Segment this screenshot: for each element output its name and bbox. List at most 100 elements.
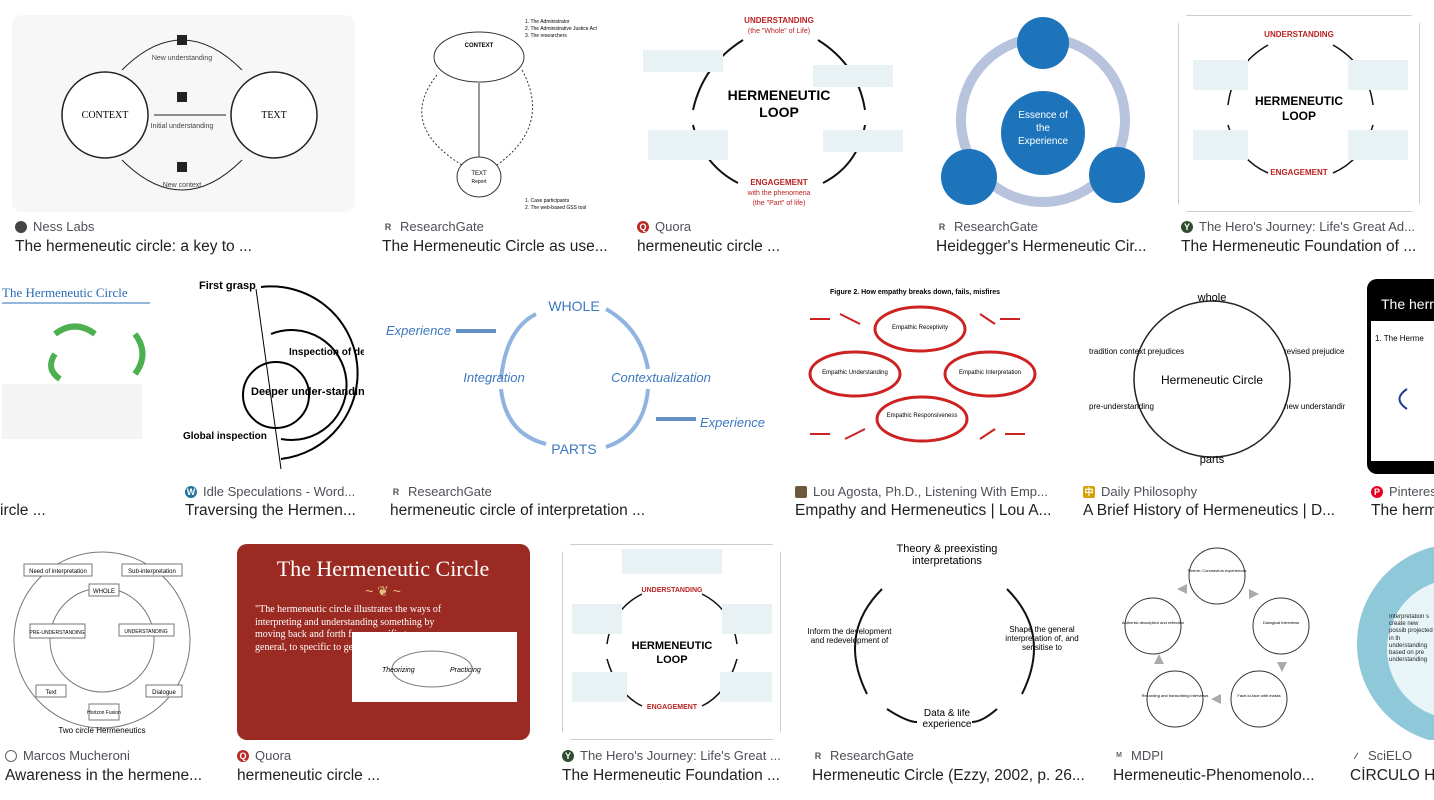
svg-text:Empathic Understanding: Empathic Understanding bbox=[822, 370, 888, 376]
thumbnail[interactable]: Figure 2. How empathy breaks down, fails… bbox=[790, 279, 1057, 474]
svg-text:UNDERSTANDING: UNDERSTANDING bbox=[124, 629, 167, 635]
svg-text:PRE-UNDERSTANDING: PRE-UNDERSTANDING bbox=[29, 630, 84, 636]
pinterest-icon: P bbox=[1371, 485, 1383, 498]
svg-text:Initial understanding: Initial understanding bbox=[151, 123, 214, 130]
thumbnail[interactable]: Essence of the Experience bbox=[931, 15, 1155, 212]
hermeneutic-loop-diagram: UNDERSTANDING HERMENEUTIC LOOP ENGAGEMEN… bbox=[1178, 15, 1420, 212]
result-source[interactable]: W Idle Speculations - Word... bbox=[185, 484, 365, 499]
svg-text:the: the bbox=[1036, 123, 1050, 134]
svg-text:Integration: Integration bbox=[463, 370, 524, 385]
svg-text:Dialogical interviews: Dialogical interviews bbox=[1263, 620, 1299, 625]
result-title[interactable]: The hermeneutic circle: a key to ... bbox=[15, 238, 252, 255]
result-title[interactable]: ircle ... bbox=[0, 502, 46, 519]
result-title[interactable]: hermeneutic circle ... bbox=[637, 238, 780, 255]
result-source[interactable]: Marcos Mucheroni bbox=[5, 748, 210, 763]
svg-text:First grasp: First grasp bbox=[199, 280, 256, 292]
thumbnail[interactable]: CONTEXT TEXT New understanding Initial u… bbox=[12, 15, 355, 212]
result-source[interactable]: Q Quora bbox=[637, 219, 907, 234]
thumbnail[interactable]: The Hermeneutic Circle bbox=[0, 279, 158, 474]
svg-text:pre-understanding: pre-understanding bbox=[1089, 402, 1154, 411]
result-source[interactable]: Ness Labs bbox=[15, 219, 355, 234]
svg-text:UNDERSTANDING: UNDERSTANDING bbox=[744, 16, 814, 25]
result-source[interactable]: 中 Daily Philosophy bbox=[1083, 484, 1345, 499]
scielo-icon: ∕ bbox=[1350, 749, 1362, 762]
svg-text:ENGAGEMENT: ENGAGEMENT bbox=[647, 704, 698, 711]
result-title[interactable]: CÍRCULO HE bbox=[1350, 767, 1434, 784]
thumbnail[interactable]: Theme: Coronavirus experiences Dialogica… bbox=[1109, 544, 1325, 740]
source-label: Ness Labs bbox=[33, 219, 95, 234]
svg-text:New context: New context bbox=[163, 182, 202, 189]
svg-text:tradition context prejudices: tradition context prejudices bbox=[1089, 347, 1184, 356]
result-title[interactable]: A Brief History of Hermeneutics | D... bbox=[1083, 502, 1336, 519]
thumbnail[interactable]: UNDERSTANDING (the "Whole" of Life) HERM… bbox=[633, 15, 909, 212]
svg-text:Deeper under-standing: Deeper under-standing bbox=[251, 386, 364, 398]
mdpi-icon: M bbox=[1113, 749, 1125, 762]
thumbnail[interactable]: CONTEXT TEXT Report 1. The Administrator… bbox=[377, 15, 610, 212]
heidegger-circle-diagram: Essence of the Experience bbox=[931, 15, 1155, 212]
result-title[interactable]: The Hermeneutic Foundation of ... bbox=[1181, 238, 1417, 255]
svg-text:1. Case participants: 1. Case participants bbox=[525, 198, 570, 204]
svg-text:Experience: Experience bbox=[1018, 136, 1068, 147]
svg-text:Two circle Hermeneutics: Two circle Hermeneutics bbox=[58, 726, 145, 735]
svg-text:WHOLE: WHOLE bbox=[548, 298, 599, 314]
svg-text:The Hermeneutic Circle: The Hermeneutic Circle bbox=[2, 285, 128, 300]
thumbnail[interactable]: UNDERSTANDING HERMENEUTIC LOOP ENGAGEMEN… bbox=[1178, 15, 1420, 212]
source-label: ResearchGate bbox=[954, 219, 1038, 234]
thumbnail[interactable]: Theory & preexisting interpretations Sha… bbox=[807, 544, 1087, 740]
result-source[interactable]: R ResearchGate bbox=[812, 748, 1088, 763]
result-source[interactable]: Y The Hero's Journey: Life's Great Ad... bbox=[1181, 219, 1421, 234]
svg-text:Empathic Interpretation: Empathic Interpretation bbox=[959, 370, 1021, 376]
interpretation-text: Interpretation s create new possib proje… bbox=[1389, 614, 1433, 664]
result-source[interactable]: R ResearchGate bbox=[390, 484, 766, 499]
thumbnail[interactable]: The Hermeneutic Circle ~ ❦ ~ "The hermen… bbox=[237, 544, 530, 740]
result-source[interactable]: P Pinteres bbox=[1371, 484, 1434, 499]
result-title[interactable]: Traversing the Hermen... bbox=[185, 502, 356, 519]
svg-text:LOOP: LOOP bbox=[759, 104, 799, 120]
result-source[interactable]: Lou Agosta, Ph.D., Listening With Emp... bbox=[795, 484, 1057, 499]
result-title[interactable]: Awareness in the hermene... bbox=[5, 767, 203, 784]
thumbnail[interactable]: First grasp Inspection of detail Deeper … bbox=[181, 279, 364, 474]
researchgate-icon: R bbox=[390, 485, 402, 498]
svg-text:LOOP: LOOP bbox=[656, 654, 687, 666]
svg-text:New understanding: New understanding bbox=[152, 55, 212, 62]
result-source[interactable]: R ResearchGate bbox=[382, 219, 610, 234]
svg-text:(the "Part" of life): (the "Part" of life) bbox=[753, 200, 806, 207]
thumbnail[interactable]: The herm 1. The Herme bbox=[1367, 279, 1434, 474]
svg-text:LOOP: LOOP bbox=[1282, 109, 1316, 123]
svg-text:parts: parts bbox=[1200, 454, 1225, 466]
svg-text:TEXT: TEXT bbox=[471, 171, 487, 177]
result-title[interactable]: hermeneutic circle ... bbox=[237, 767, 380, 784]
svg-text:HERMENEUTIC: HERMENEUTIC bbox=[1255, 94, 1343, 108]
thumbnail[interactable]: Interpretation s create new possib proje… bbox=[1347, 544, 1434, 740]
thumbnail[interactable]: WHOLE PARTS Integration Contextualizatio… bbox=[386, 279, 768, 474]
result-title[interactable]: Hermeneutic Circle (Ezzy, 2002, p. 26... bbox=[812, 767, 1085, 784]
svg-text:Dialogue: Dialogue bbox=[152, 690, 176, 696]
result-title[interactable]: The Hermeneutic Foundation ... bbox=[562, 767, 780, 784]
svg-text:Hermeneutic Circle: Hermeneutic Circle bbox=[1161, 373, 1263, 387]
svg-text:CONTEXT: CONTEXT bbox=[465, 43, 494, 49]
result-title[interactable]: Hermeneutic-Phenomenolo... bbox=[1113, 767, 1315, 784]
result-source[interactable]: M MDPI bbox=[1113, 748, 1325, 763]
result-title[interactable]: The Hermeneutic Circle as use... bbox=[382, 238, 608, 255]
svg-text:whole: whole bbox=[1197, 292, 1227, 304]
result-title[interactable]: Empathy and Hermeneutics | Lou A... bbox=[795, 502, 1052, 519]
svg-text:Essence of: Essence of bbox=[1018, 110, 1068, 121]
result-title[interactable]: hermeneutic circle of interpretation ... bbox=[390, 502, 646, 519]
wordpress-icon: W bbox=[185, 485, 197, 498]
source-label: The Hero's Journey: Life's Great Ad... bbox=[1199, 219, 1415, 234]
svg-text:2. The Administrative Justice: 2. The Administrative Justice Act bbox=[525, 26, 597, 32]
result-source[interactable]: Q Quora bbox=[237, 748, 527, 763]
result-title[interactable]: The herm bbox=[1371, 502, 1434, 519]
svg-text:Empathic Receptivity: Empathic Receptivity bbox=[892, 325, 948, 331]
result-source[interactable]: ∕ SciELO bbox=[1350, 748, 1434, 763]
result-title[interactable]: Heidegger's Hermeneutic Cir... bbox=[936, 238, 1147, 255]
result-source[interactable]: R ResearchGate bbox=[936, 219, 1156, 234]
svg-text:PARTS: PARTS bbox=[551, 441, 596, 457]
thumbnail[interactable]: whole parts Hermeneutic Circle tradition… bbox=[1079, 279, 1345, 474]
researchgate-icon: R bbox=[812, 749, 824, 762]
thumbnail[interactable]: Need of interpretation Sub-interpretatio… bbox=[0, 544, 211, 740]
svg-text:Need of interpretation: Need of interpretation bbox=[29, 569, 87, 575]
thumbnail[interactable]: UNDERSTANDING HERMENEUTIC LOOP ENGAGEMEN… bbox=[562, 544, 781, 740]
result-source[interactable]: Y The Hero's Journey: Life's Great ... bbox=[562, 748, 784, 763]
svg-text:1. The Administrator: 1. The Administrator bbox=[525, 19, 570, 25]
